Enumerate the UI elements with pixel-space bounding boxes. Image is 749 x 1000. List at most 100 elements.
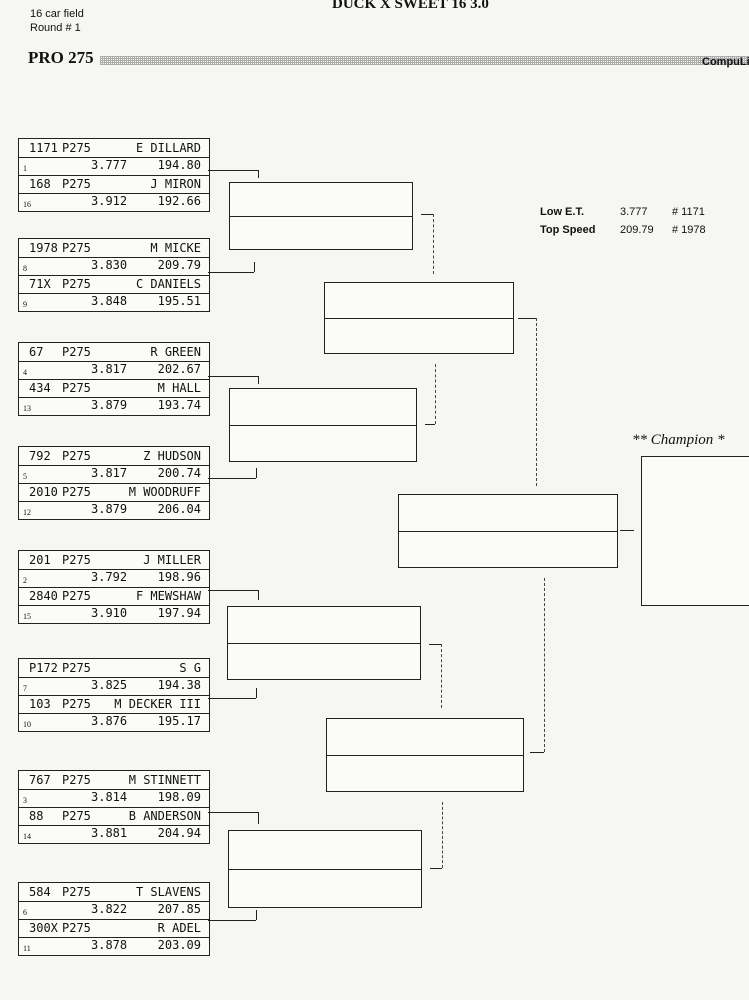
brand-label: CompuLi xyxy=(702,56,749,68)
round2-box-3 xyxy=(227,606,421,680)
connector xyxy=(256,910,257,920)
car-class: P275 xyxy=(62,449,91,463)
round2-box-4 xyxy=(228,830,422,908)
top-speed: 209.79 xyxy=(157,258,201,272)
seed-number: 15 xyxy=(23,612,31,621)
seed-number: 13 xyxy=(23,404,31,413)
seed-number: 8 xyxy=(23,264,27,273)
top-speed-value: 209.79 xyxy=(620,224,654,236)
driver-name: J MIRON xyxy=(150,177,201,191)
elapsed-time: 3.910 xyxy=(91,606,128,620)
driver-name: R GREEN xyxy=(150,345,201,359)
connector xyxy=(620,530,634,531)
driver-name: T SLAVENS xyxy=(135,885,201,899)
car-class: P275 xyxy=(62,177,91,191)
elapsed-time: 3.814 xyxy=(91,790,128,804)
connector xyxy=(258,170,259,178)
seed-number: 10 xyxy=(23,720,31,729)
elapsed-time: 3.848 xyxy=(91,294,128,308)
car-class: P275 xyxy=(62,553,91,567)
elapsed-time: 3.817 xyxy=(91,362,128,376)
round2-box-2 xyxy=(229,388,417,462)
driver-name: B ANDERSON xyxy=(128,809,201,823)
car-class: P275 xyxy=(62,141,91,155)
car-class: P275 xyxy=(62,921,91,935)
elapsed-time: 3.792 xyxy=(91,570,128,584)
seed-number: 5 xyxy=(23,472,27,481)
driver-name: M DECKER III xyxy=(114,697,201,711)
seed-number: 4 xyxy=(23,368,27,377)
car-class: P275 xyxy=(62,661,91,675)
top-speed: 194.38 xyxy=(157,678,201,692)
top-speed: 200.74 xyxy=(157,466,201,480)
top-speed: 195.51 xyxy=(157,294,201,308)
seed-number: 3 xyxy=(23,796,27,805)
connector xyxy=(421,214,433,215)
connector xyxy=(425,424,435,425)
car-number: 71X xyxy=(29,277,51,291)
car-class: P275 xyxy=(62,885,91,899)
connector xyxy=(544,578,545,752)
elapsed-time: 3.876 xyxy=(91,714,128,728)
car-class: P275 xyxy=(62,345,91,359)
seed-number: 16 xyxy=(23,200,31,209)
driver-name: M WOODRUFF xyxy=(128,485,201,499)
connector xyxy=(441,644,442,708)
low-et-car: # 1171 xyxy=(672,206,705,218)
low-et-value: 3.777 xyxy=(620,206,648,218)
elapsed-time: 3.830 xyxy=(91,258,128,272)
connector xyxy=(518,318,536,319)
connector xyxy=(208,272,254,273)
car-number: 2840 xyxy=(29,589,58,603)
driver-name: J MILLER xyxy=(143,553,201,567)
top-speed-label: Top Speed xyxy=(540,224,596,236)
top-speed: 198.09 xyxy=(157,790,201,804)
field-size-label: 16 car field xyxy=(30,8,84,20)
connector xyxy=(208,812,258,813)
connector xyxy=(256,468,257,478)
top-speed: 193.74 xyxy=(157,398,201,412)
car-number: 434 xyxy=(29,381,51,395)
top-speed: 194.80 xyxy=(157,158,201,172)
driver-name: E DILLARD xyxy=(135,141,201,155)
top-speed: 192.66 xyxy=(157,194,201,208)
elapsed-time: 3.879 xyxy=(91,502,128,516)
low-et-label: Low E.T. xyxy=(540,206,584,218)
result-line: 3 3.814 198.09 xyxy=(19,789,209,806)
connector xyxy=(435,364,436,424)
seed-number: 12 xyxy=(23,508,31,517)
seed-number: 14 xyxy=(23,832,31,841)
seed-number: 11 xyxy=(23,944,31,953)
car-number: 300X xyxy=(29,921,58,935)
top-speed: 198.96 xyxy=(157,570,201,584)
connector xyxy=(258,590,259,600)
connector xyxy=(530,752,544,753)
result-line: 10 3.876 195.17 xyxy=(19,713,209,730)
top-speed: 195.17 xyxy=(157,714,201,728)
elapsed-time: 3.881 xyxy=(91,826,128,840)
top-speed: 202.67 xyxy=(157,362,201,376)
car-number: 792 xyxy=(29,449,51,463)
car-class: P275 xyxy=(62,381,91,395)
header-rule xyxy=(100,56,749,65)
driver-name: F MEWSHAW xyxy=(135,589,201,603)
elapsed-time: 3.777 xyxy=(91,158,128,172)
connector xyxy=(208,376,258,377)
